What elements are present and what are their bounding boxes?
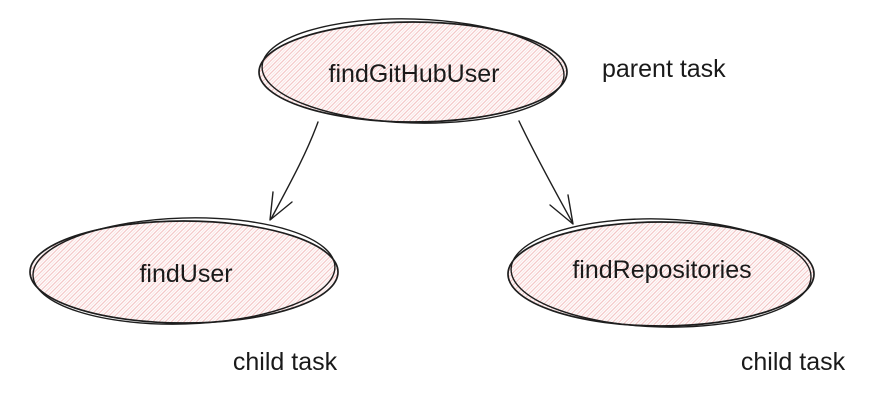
node-findUser-ellipse — [29, 220, 339, 324]
edge-right-arrowhead — [549, 194, 574, 225]
annotation-parent-task: parent task — [602, 55, 726, 83]
node-findGitHubUser-ellipse — [258, 21, 568, 123]
edge-left-shaft — [270, 121, 319, 220]
node-findRepositories-sketch-outline — [510, 218, 812, 328]
node-findGitHubUser: findGitHubUser — [258, 18, 568, 124]
edge-findGitHubUser-to-findRepositories — [518, 120, 574, 225]
node-findUser-sketch-outline — [32, 217, 336, 325]
annotation-child-task-left: child task — [233, 348, 338, 376]
node-findUser-label: findUser — [139, 260, 232, 288]
node-findRepositories-ellipse — [507, 221, 815, 327]
edge-right-shaft — [518, 120, 573, 223]
node-findRepositories: findRepositories — [507, 218, 815, 328]
annotation-child-task-right: child task — [741, 348, 846, 376]
node-findUser: findUser — [29, 217, 339, 325]
edge-findGitHubUser-to-findUser — [269, 121, 319, 221]
node-findRepositories-label: findRepositories — [572, 256, 751, 284]
node-findGitHubUser-sketch-outline — [261, 18, 565, 124]
node-findGitHubUser-label: findGitHubUser — [329, 60, 500, 88]
edge-left-arrowhead — [269, 191, 293, 221]
